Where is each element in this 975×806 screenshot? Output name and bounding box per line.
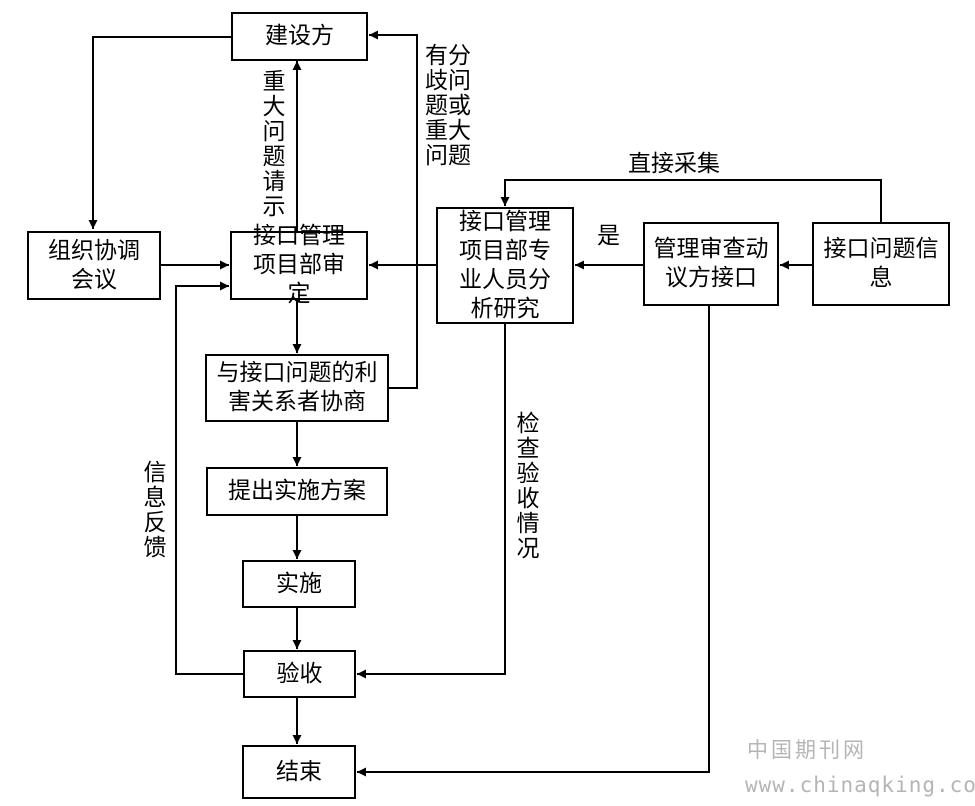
label-feedback: 信息反馈 [143,460,167,561]
label-disputed-or-major: 有分歧问题或重大问题 [425,43,471,169]
arrow-review-interface-to-end [357,306,710,777]
watermark-cn: 中国期刊网 [747,738,867,762]
node-implementation: 实施 [242,560,356,608]
node-stakeholder-negotiation: 与接口问题的利害关系者协商 [205,354,389,422]
node-staff-analysis: 接口管理项目部专业人员分析研究 [436,207,574,324]
label-direct-collection: 直接采集 [628,151,720,177]
node-review-interface: 管理审查动议方接口 [643,222,779,306]
label-yes: 是 [597,223,620,249]
node-conclusion: 结束 [242,745,356,799]
node-propose-plan: 提出实施方案 [206,467,388,516]
arrow-acceptance-to-review [175,281,243,675]
node-interface-info: 接口问题信息 [812,222,950,306]
node-acceptance: 验收 [243,650,356,698]
arrow-info-to-analysis [500,179,882,222]
node-project-dept-review: 接口管理项目部审定 [230,223,368,307]
watermark-url: www.chinaqking.com [745,773,975,797]
label-check-acceptance: 检查验收情况 [516,411,540,562]
arrow-analysis-to-acceptance [357,324,506,679]
node-coordination-meeting: 组织协调会议 [27,231,161,300]
arrow-negotiation-to-construction [369,30,418,389]
label-major-issue-request: 重大问题请示 [262,69,286,220]
node-construction-party: 建设方 [231,12,368,61]
arrow-construction-to-meeting [88,36,231,229]
